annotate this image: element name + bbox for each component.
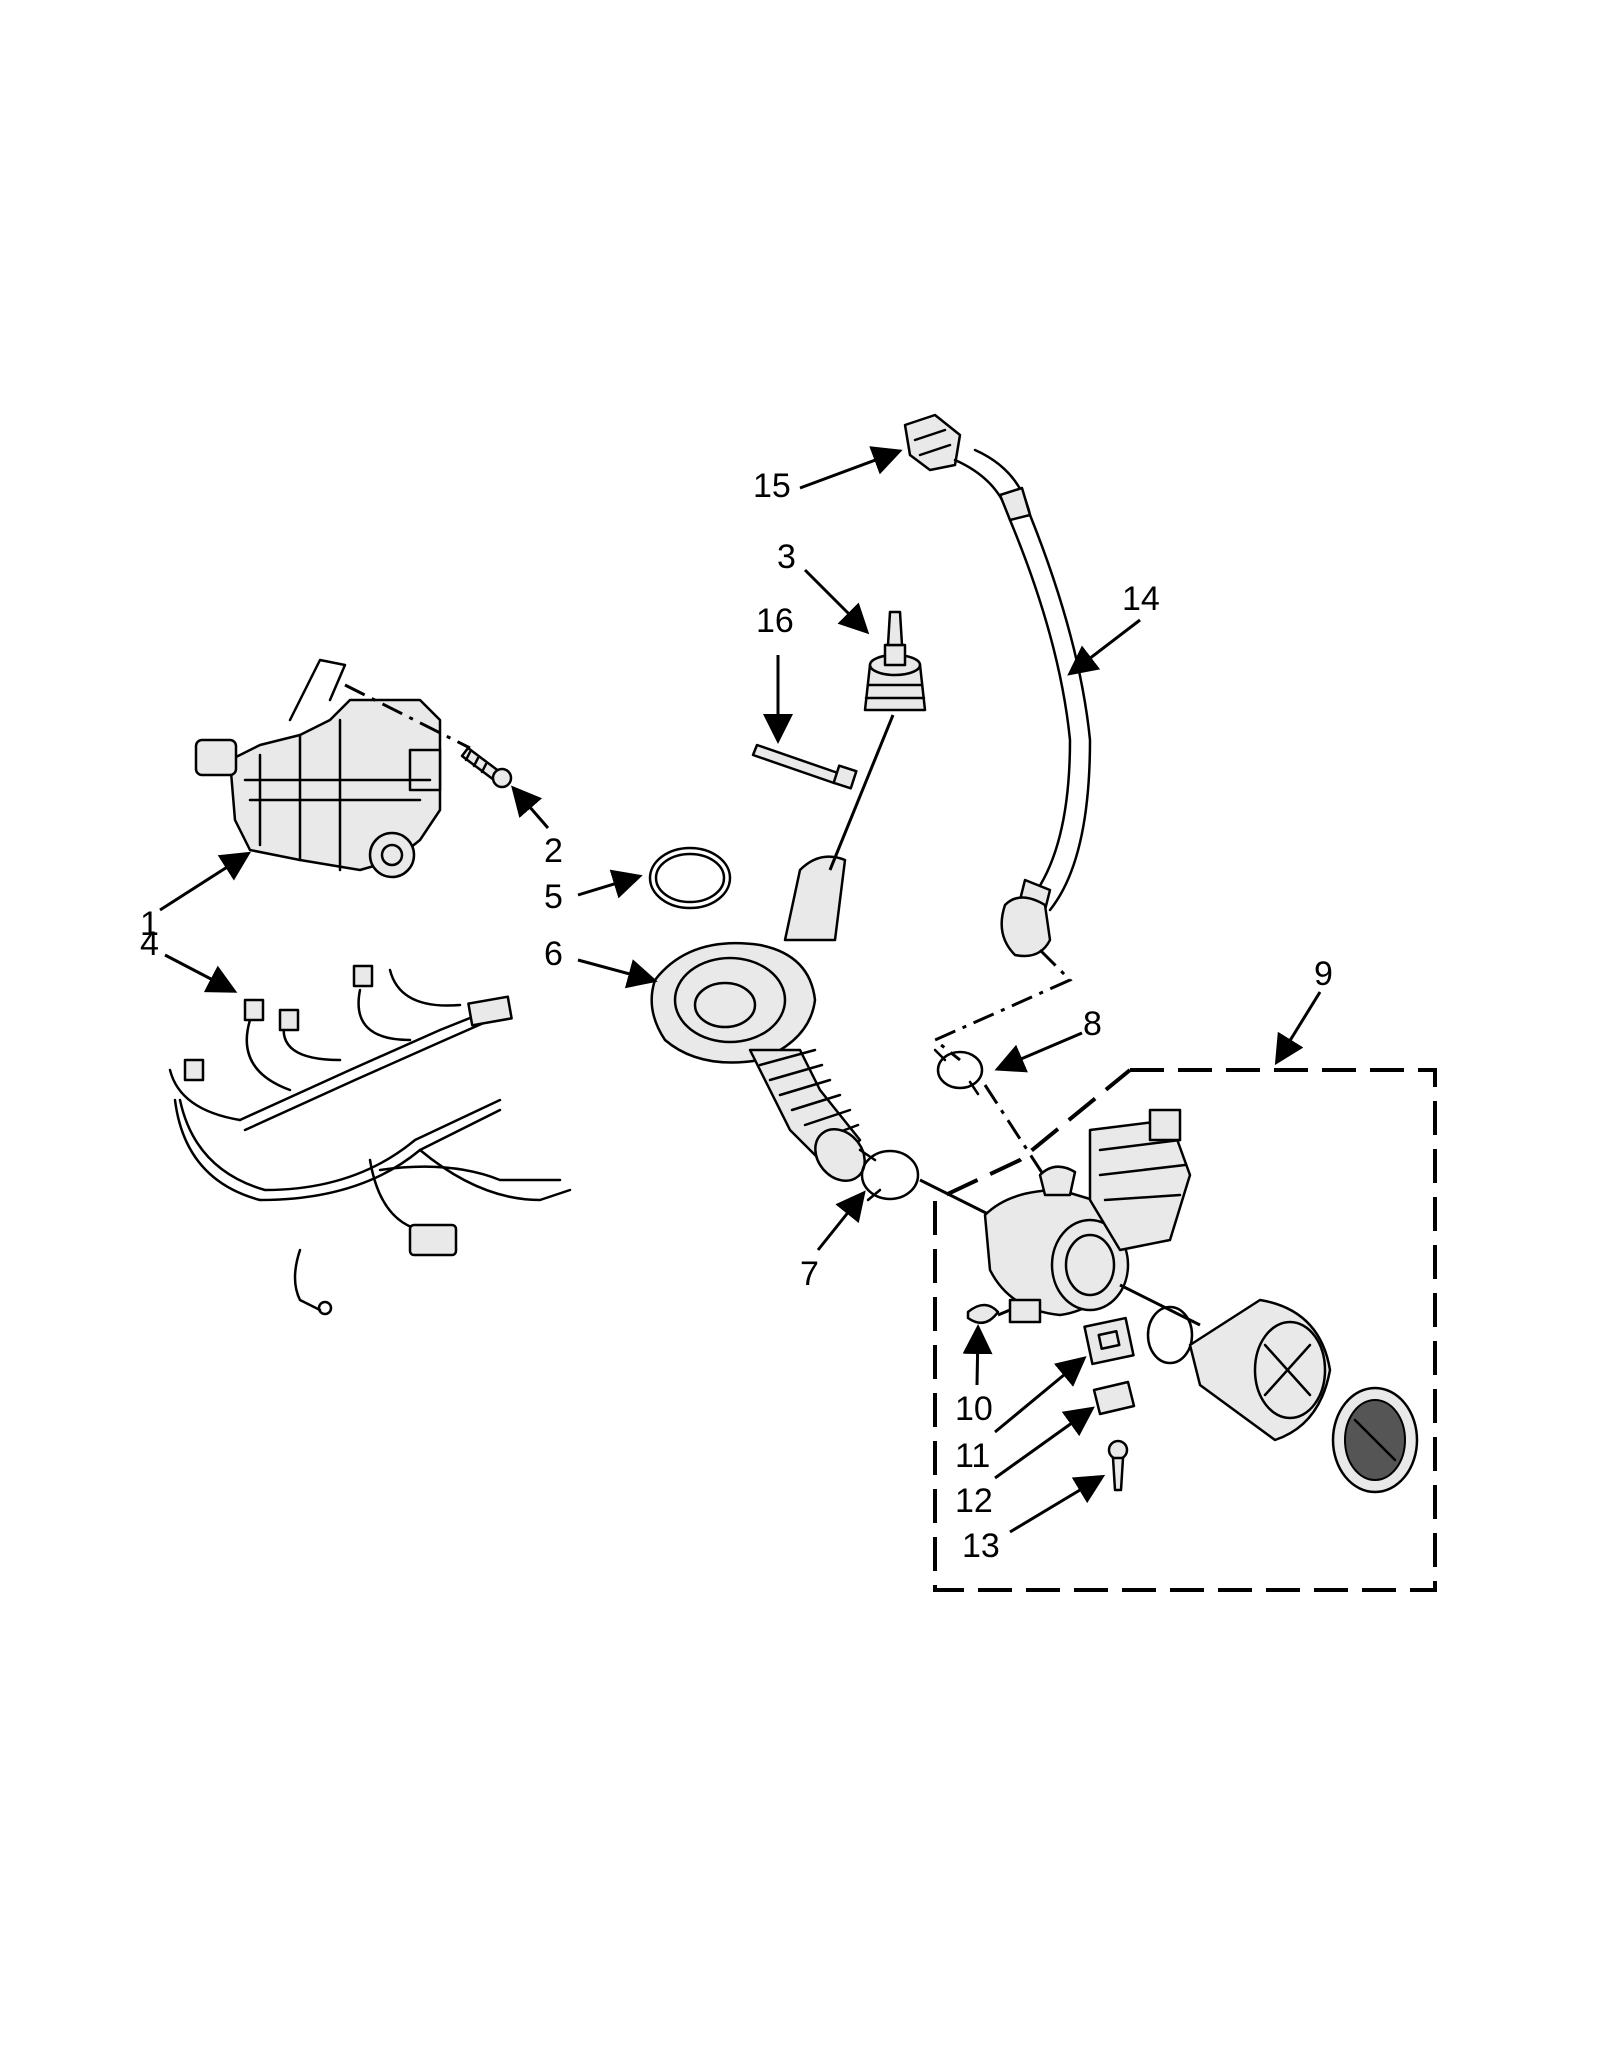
callout-13: 13 xyxy=(962,1527,1000,1565)
callout-15: 15 xyxy=(753,467,791,505)
seal-10-part xyxy=(966,1303,1000,1325)
leader-6 xyxy=(577,958,658,989)
o-ring-part xyxy=(1146,1305,1194,1365)
pump-hose-guide xyxy=(983,1084,1052,1186)
leader-10 xyxy=(962,1324,993,1386)
clamp-8-part xyxy=(933,1048,984,1096)
bracket-11-slot xyxy=(1097,1330,1121,1350)
leader-1 xyxy=(159,851,252,912)
callout-leaders xyxy=(159,446,1322,1534)
air-dome-tube xyxy=(828,714,895,871)
drain-hose-guide xyxy=(932,948,1073,1062)
bellows-pump-line xyxy=(919,1178,991,1217)
leader-13 xyxy=(1009,1474,1106,1534)
callout-16: 16 xyxy=(756,602,794,640)
leader-7 xyxy=(816,1190,866,1251)
hose-clamp-part xyxy=(648,846,732,910)
hose-clamp-inner xyxy=(654,852,726,904)
wire-harness-part xyxy=(168,964,572,1316)
leader-12 xyxy=(994,1406,1095,1480)
callout-5: 5 xyxy=(544,878,563,916)
leader-8 xyxy=(994,1031,1083,1073)
screw-part xyxy=(460,746,513,789)
leader-4 xyxy=(164,953,238,993)
air-dome-part xyxy=(863,610,927,712)
callout-labels: 1 2 3 4 5 6 7 8 9 10 11 12 13 14 15 16 xyxy=(140,467,1333,1565)
cable-tie-part xyxy=(751,743,858,790)
leader-2 xyxy=(511,785,550,829)
pump-assembly-box xyxy=(933,1068,1437,1592)
callout-6: 6 xyxy=(544,935,563,973)
motor-part xyxy=(194,658,442,879)
leader-14 xyxy=(1067,618,1141,676)
drain-pump-part xyxy=(983,1108,1192,1324)
drain-hose-part xyxy=(953,448,1092,958)
callout-14: 14 xyxy=(1122,580,1160,618)
callout-8: 8 xyxy=(1083,1005,1102,1043)
filter-housing-part xyxy=(1188,1298,1332,1442)
leader-3 xyxy=(803,568,870,635)
clip-12-part xyxy=(1092,1380,1136,1416)
leader-15 xyxy=(799,446,903,490)
screw-13-part xyxy=(1107,1439,1129,1492)
callout-9: 9 xyxy=(1314,955,1333,993)
callout-12: 12 xyxy=(955,1482,993,1520)
leader-11 xyxy=(994,1356,1087,1434)
filter-cap-part xyxy=(1331,1386,1419,1494)
sump-hose-part xyxy=(650,855,866,1182)
seal-guide xyxy=(997,1308,1011,1317)
callout-7: 7 xyxy=(800,1255,819,1293)
motor-screw-guide xyxy=(344,683,471,750)
callout-10: 10 xyxy=(955,1390,993,1428)
leader-9 xyxy=(1274,991,1322,1066)
clamp-7-part xyxy=(858,1148,920,1202)
callout-1: 1 xyxy=(140,905,159,943)
callout-3: 3 xyxy=(777,538,796,576)
leader-5 xyxy=(577,869,643,899)
callout-11: 11 xyxy=(955,1437,990,1475)
hose-clip-part xyxy=(903,413,962,472)
bracket-11-part xyxy=(1083,1316,1135,1366)
callout-2: 2 xyxy=(544,832,563,870)
callout-4: 4 xyxy=(140,925,159,963)
